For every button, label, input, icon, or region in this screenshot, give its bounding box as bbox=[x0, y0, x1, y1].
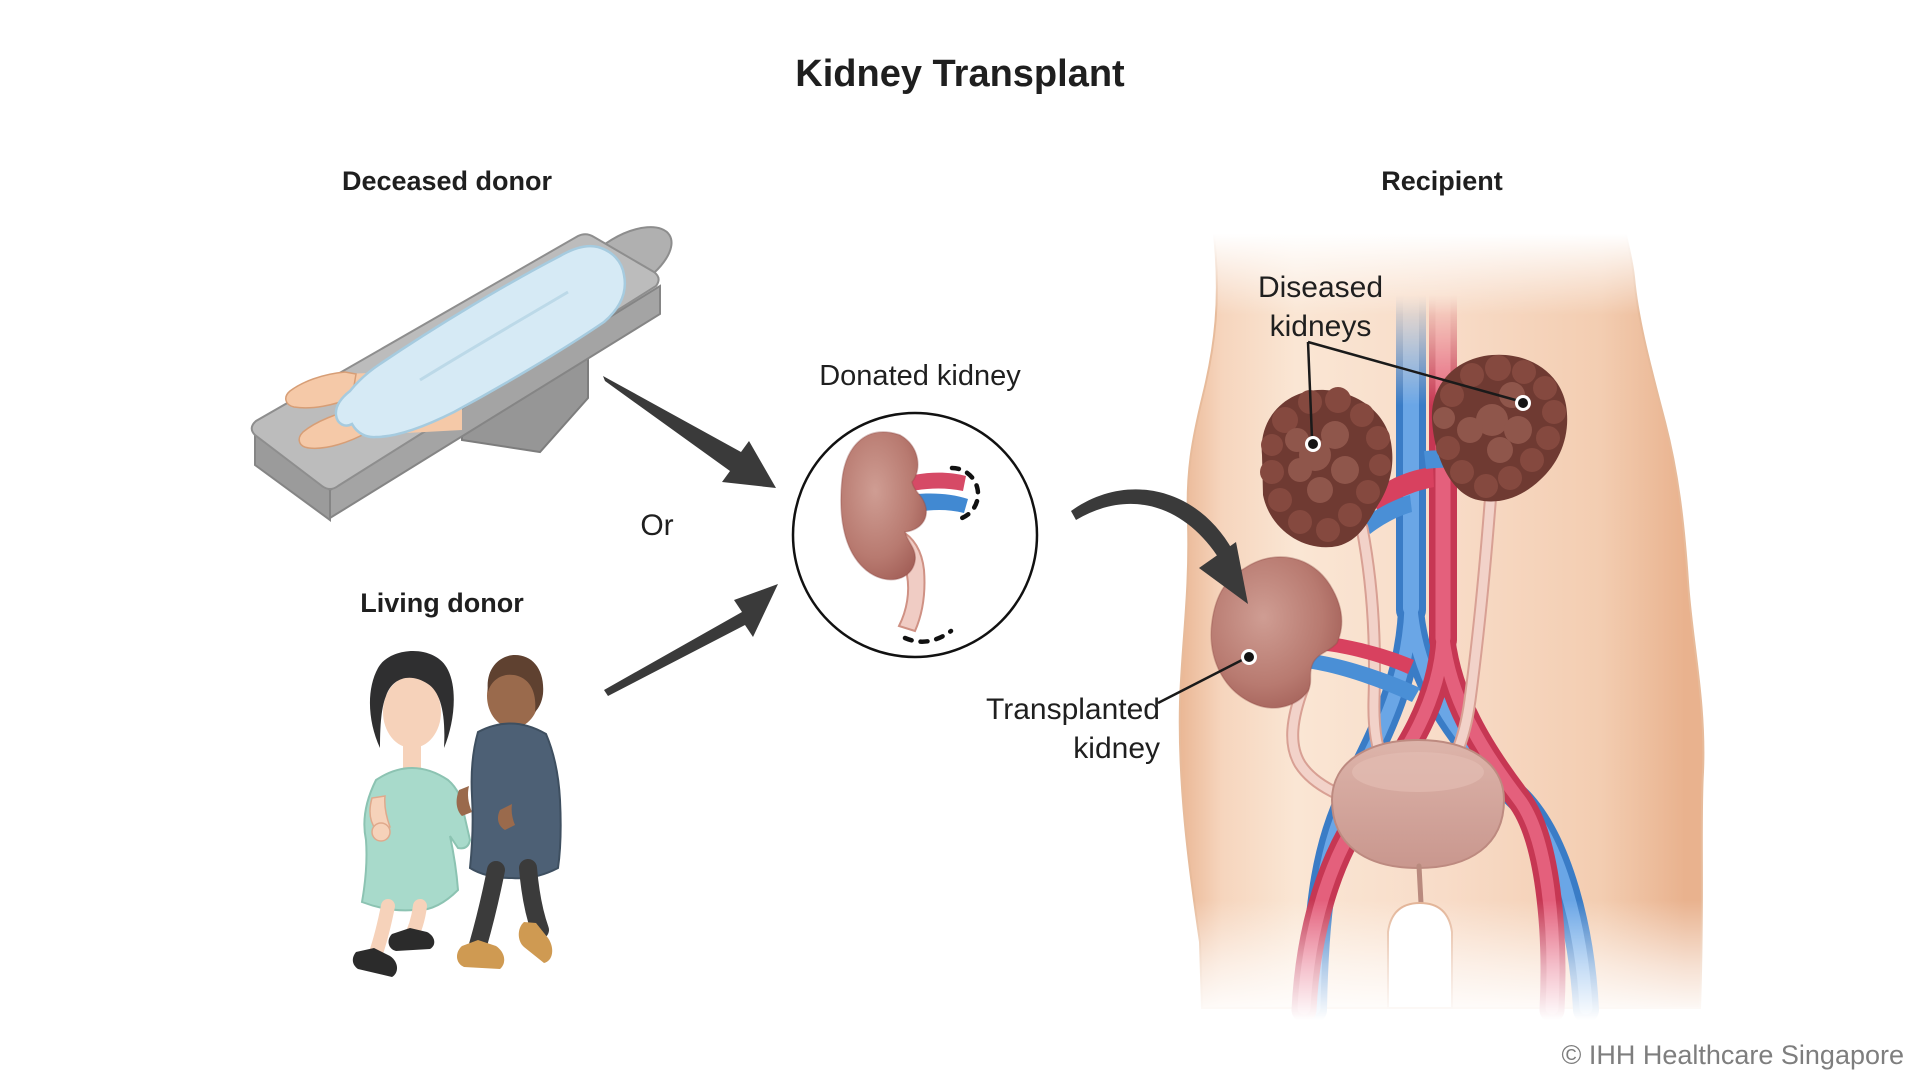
leader-lines bbox=[1157, 340, 1531, 705]
or-label: Or bbox=[640, 509, 674, 542]
leader-diseased-left bbox=[1306, 341, 1314, 439]
living-donor-label: Living donor bbox=[360, 588, 524, 618]
recipient-label: Recipient bbox=[1381, 166, 1503, 196]
bladder bbox=[1330, 738, 1506, 906]
diseased-kidney-left bbox=[1260, 387, 1393, 548]
diseased-kidneys-label: Diseased kidneys bbox=[1257, 271, 1384, 343]
arrow-kidney-to-recipient bbox=[1071, 489, 1248, 604]
living-donor-illustration bbox=[352, 651, 562, 977]
deceased-donor-illustration bbox=[250, 226, 673, 522]
deceased-donor-label: Deceased donor bbox=[341, 166, 553, 196]
torso-bottom-fade bbox=[1140, 900, 1780, 1025]
diseased-kidney-right bbox=[1431, 354, 1568, 502]
torso-top-fade bbox=[1140, 190, 1780, 315]
flow-arrows bbox=[603, 376, 1248, 696]
donated-kidney-label: Donated kidney bbox=[819, 360, 1021, 392]
donated-kidney-illustration bbox=[791, 411, 1039, 659]
arrow-living-to-kidney bbox=[604, 584, 778, 696]
leader-diseased-right bbox=[1307, 340, 1520, 403]
leader-transplanted bbox=[1157, 657, 1245, 705]
recipient-illustration bbox=[1140, 190, 1780, 1025]
living-donor-man bbox=[456, 655, 562, 969]
living-donor-woman bbox=[352, 651, 472, 977]
page-title: Kidney Transplant bbox=[795, 53, 1125, 95]
arrow-deceased-to-kidney bbox=[603, 376, 776, 488]
copyright-text: © IHH Healthcare Singapore bbox=[1561, 1040, 1904, 1070]
transplanted-kidney-label: Transplanted kidney bbox=[986, 693, 1160, 765]
